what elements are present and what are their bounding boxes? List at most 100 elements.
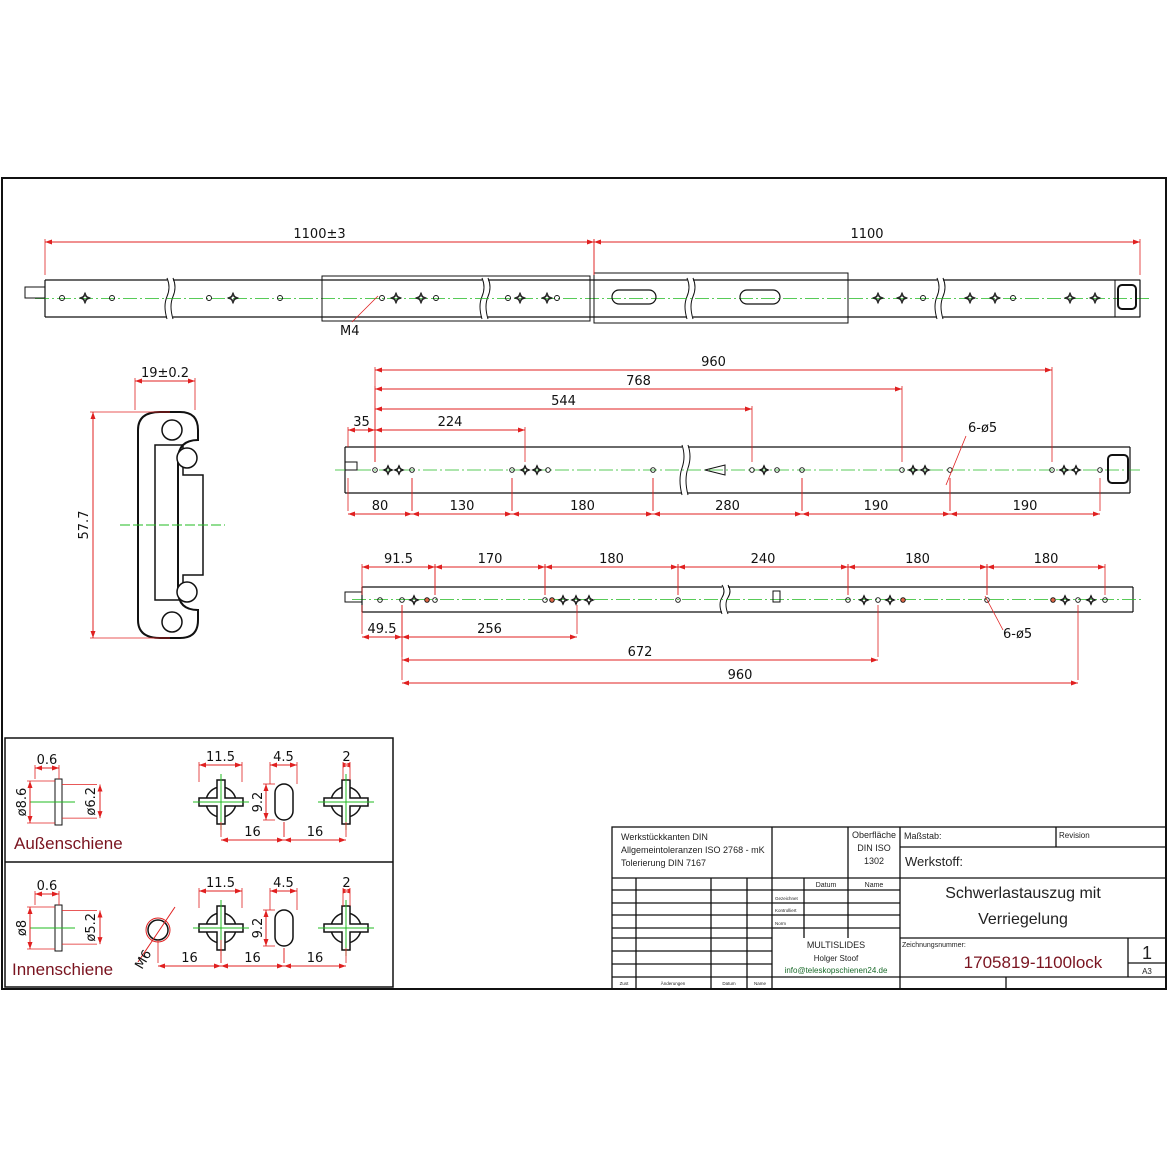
cross-hole-icon xyxy=(1063,291,1077,305)
cross-hole-icon xyxy=(988,291,1002,305)
dimension: 190 xyxy=(949,478,1101,517)
round-hole-icon xyxy=(1075,597,1081,603)
round-hole-icon xyxy=(774,467,780,473)
sheet-number: 1 xyxy=(1142,943,1152,963)
dimension-value: 224 xyxy=(438,415,463,430)
dimension-value: 11.5 xyxy=(206,876,235,891)
dimension-value: ø8.6 xyxy=(15,788,30,817)
dimension: 180 xyxy=(544,552,679,595)
dimension: ø6.2 xyxy=(62,784,103,819)
round-hole-icon xyxy=(1097,467,1103,473)
contact-email[interactable]: info@teleskopschienen24.de xyxy=(785,966,888,975)
lock-tab xyxy=(772,590,781,603)
dimension: 9.2 xyxy=(251,909,275,947)
cross-hole-icon xyxy=(557,594,569,606)
dimension: 80 xyxy=(347,478,413,517)
round-hole-icon xyxy=(545,467,551,473)
cross-hole-icon xyxy=(858,594,870,606)
dimension-value: 190 xyxy=(864,499,889,514)
dimension-value: 2 xyxy=(342,750,350,765)
dimension-value: 91.5 xyxy=(384,552,413,567)
cross-hole-icon xyxy=(919,464,931,476)
person-name: Holger Stoof xyxy=(814,954,859,963)
round-hole-icon xyxy=(749,467,755,473)
dimension-value: 1100±3 xyxy=(293,227,345,242)
round-hole-icon xyxy=(650,467,656,473)
datum-header: Datum xyxy=(816,882,837,889)
hole-note: 6-ø5 xyxy=(1003,627,1032,642)
cross-hole-icon xyxy=(519,464,531,476)
dimension: 180 xyxy=(986,552,1106,595)
round-hole-icon xyxy=(549,597,555,603)
round-hole-icon xyxy=(432,597,438,603)
cross-hole-icon xyxy=(408,594,420,606)
cross-hole-detail-icon xyxy=(193,774,249,830)
dimension: 16 xyxy=(283,948,347,969)
dimension: 960 xyxy=(401,605,1079,686)
dimension: ø8.6 xyxy=(15,780,55,824)
dimension: 16 xyxy=(220,822,285,843)
note-2: Allgemeintoleranzen ISO 2768 - mK xyxy=(621,845,765,855)
round-hole-icon xyxy=(799,467,805,473)
material-label: Werkstoff: xyxy=(905,854,963,869)
round-hole-icon xyxy=(409,467,415,473)
name-header: Name xyxy=(865,882,884,889)
parts-geometry xyxy=(24,272,1150,956)
surface-1: Oberfläche xyxy=(852,830,896,840)
rail-notch xyxy=(345,461,358,471)
dimension: 9.2 xyxy=(251,783,275,821)
cross-hole-icon xyxy=(1059,594,1071,606)
row-checked: Kontrolliert xyxy=(775,908,797,913)
cross-hole-icon xyxy=(513,291,527,305)
dimension: 190 xyxy=(801,478,951,517)
round-hole-icon xyxy=(505,295,511,301)
dimension-value: 57.7 xyxy=(77,511,92,540)
dimension: 35 xyxy=(347,415,376,447)
threaded-hole-icon xyxy=(147,919,169,941)
outer-rail-section xyxy=(593,272,849,324)
round-hole-icon xyxy=(875,597,881,603)
thread-label: M4 xyxy=(340,324,360,339)
dimension: 280 xyxy=(652,478,803,517)
drawing-number-label: Zeichnungsnummer: xyxy=(902,942,966,949)
cross-hole-icon xyxy=(393,464,405,476)
dimension-value: ø5.2 xyxy=(84,913,99,942)
footer-date: Datum xyxy=(722,981,736,986)
dimension-value: 960 xyxy=(728,668,753,683)
cross-hole-icon xyxy=(389,291,403,305)
drawing-frame xyxy=(1,177,1167,990)
dimension-value: 672 xyxy=(628,645,653,660)
dimension: ø8 xyxy=(15,906,55,950)
cross-hole-icon xyxy=(884,594,896,606)
round-hole-icon xyxy=(1010,295,1016,301)
lock-icon xyxy=(1117,284,1137,310)
round-hole-icon xyxy=(59,295,65,301)
dimension: 130 xyxy=(411,478,513,517)
round-hole-icon xyxy=(920,295,926,301)
surface-3: 1302 xyxy=(864,856,884,866)
round-hole-icon xyxy=(109,295,115,301)
cross-hole-icon xyxy=(871,291,885,305)
rail-outline xyxy=(35,277,1150,320)
footer-changes: Änderungen xyxy=(661,980,686,986)
sheet-format: A3 xyxy=(1142,967,1152,976)
note-1: Werkstückkanten DIN xyxy=(621,832,708,842)
dimension-value: 16 xyxy=(244,951,261,966)
dimension: 1100 xyxy=(593,227,1141,275)
footer-name: Name xyxy=(754,981,767,986)
round-hole-icon xyxy=(900,597,906,603)
dimension: 960 xyxy=(374,355,1053,462)
dimension-value: 16 xyxy=(307,825,324,840)
ball-bearing-icon xyxy=(161,419,183,441)
title-block xyxy=(611,826,1167,990)
dimension: 240 xyxy=(677,552,849,595)
dimension-value: 768 xyxy=(626,374,651,389)
dimension-value: 1100 xyxy=(850,227,883,242)
rail-end-pin xyxy=(344,591,363,603)
dimension: ø5.2 xyxy=(62,910,103,945)
dimension-value: 180 xyxy=(905,552,930,567)
thread-label: M6 xyxy=(132,948,155,972)
cross-hole-icon xyxy=(907,464,919,476)
cross-hole-icon xyxy=(1088,291,1102,305)
